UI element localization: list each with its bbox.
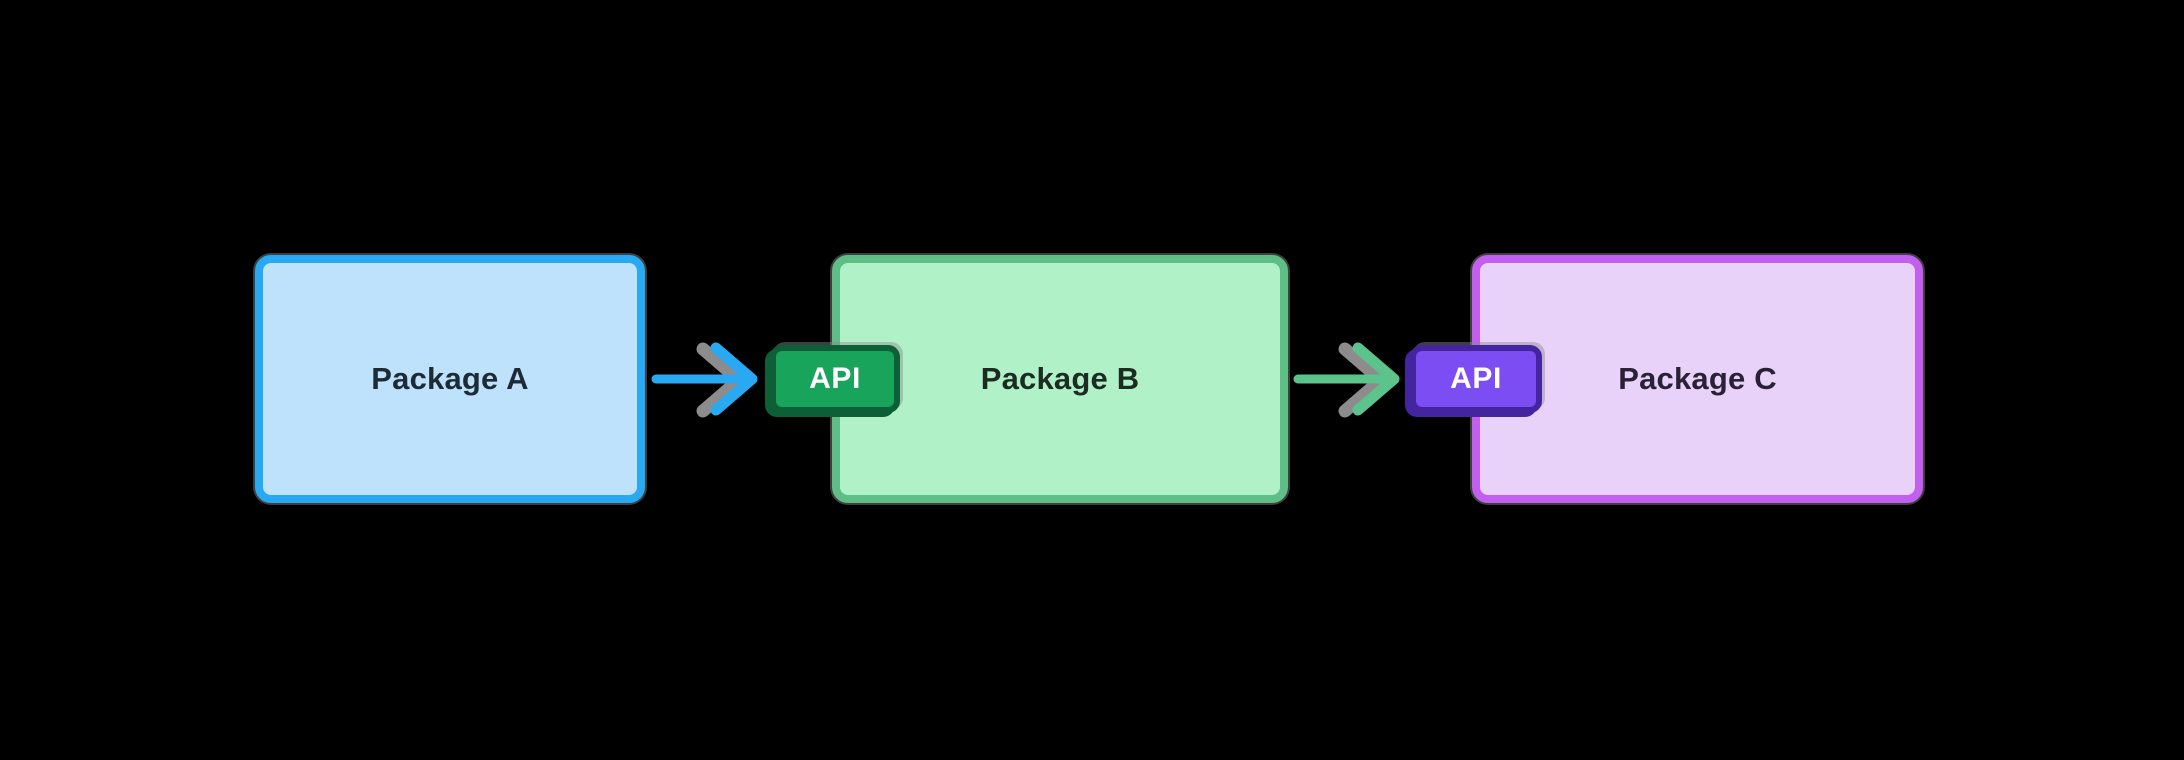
api-badge-label: API: [809, 362, 861, 395]
package-c-label: Package C: [1618, 361, 1777, 396]
arrow-head-icon: [1352, 342, 1400, 416]
package-b-label: Package B: [980, 361, 1140, 396]
arrow-head-icon: [710, 342, 758, 416]
api-badge-package-c: API: [1410, 345, 1542, 413]
api-badge-label: API: [1450, 362, 1502, 395]
package-a-label: Package A: [371, 361, 529, 396]
api-badge-package-b: API: [770, 345, 900, 413]
package-b-node: Package B: [832, 255, 1288, 503]
arrow-a-to-b-icon: [651, 342, 758, 418]
package-a-node: Package A: [255, 255, 645, 503]
arrow-b-to-c-icon: [1293, 342, 1400, 418]
